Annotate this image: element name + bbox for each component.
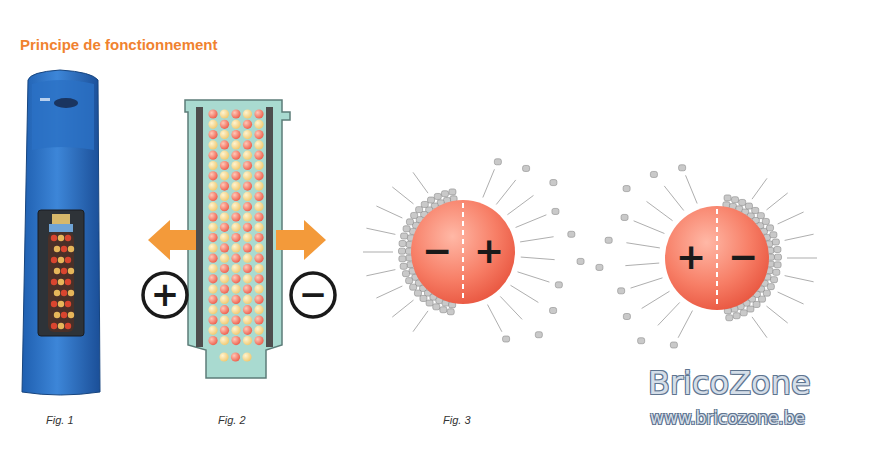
- charge-symbol: −: [289, 271, 337, 319]
- charge-sign: −: [422, 233, 452, 269]
- charge-sign: +: [676, 239, 706, 275]
- page-title: Principe de fonctionnement: [20, 36, 218, 53]
- charge-sign: +: [151, 277, 180, 311]
- figure-caption: Fig. 2: [218, 414, 246, 426]
- field-arrow: [148, 220, 326, 260]
- ion-particles: [363, 159, 817, 348]
- charge-sign: −: [728, 239, 758, 275]
- charge-symbol: +: [141, 271, 189, 319]
- watermark: BricoZone: [648, 364, 811, 402]
- resin-bead: +−: [665, 206, 769, 310]
- softener-cabinet: [22, 70, 100, 395]
- charge-sign: −: [299, 277, 328, 311]
- charge-sign: +: [474, 233, 504, 269]
- figure-caption: Fig. 1: [46, 414, 74, 426]
- watermark: www.bricozone.be: [650, 408, 805, 428]
- figure-caption: Fig. 3: [443, 414, 471, 426]
- resin-bead: −+: [411, 200, 515, 304]
- resin-column: [185, 100, 290, 378]
